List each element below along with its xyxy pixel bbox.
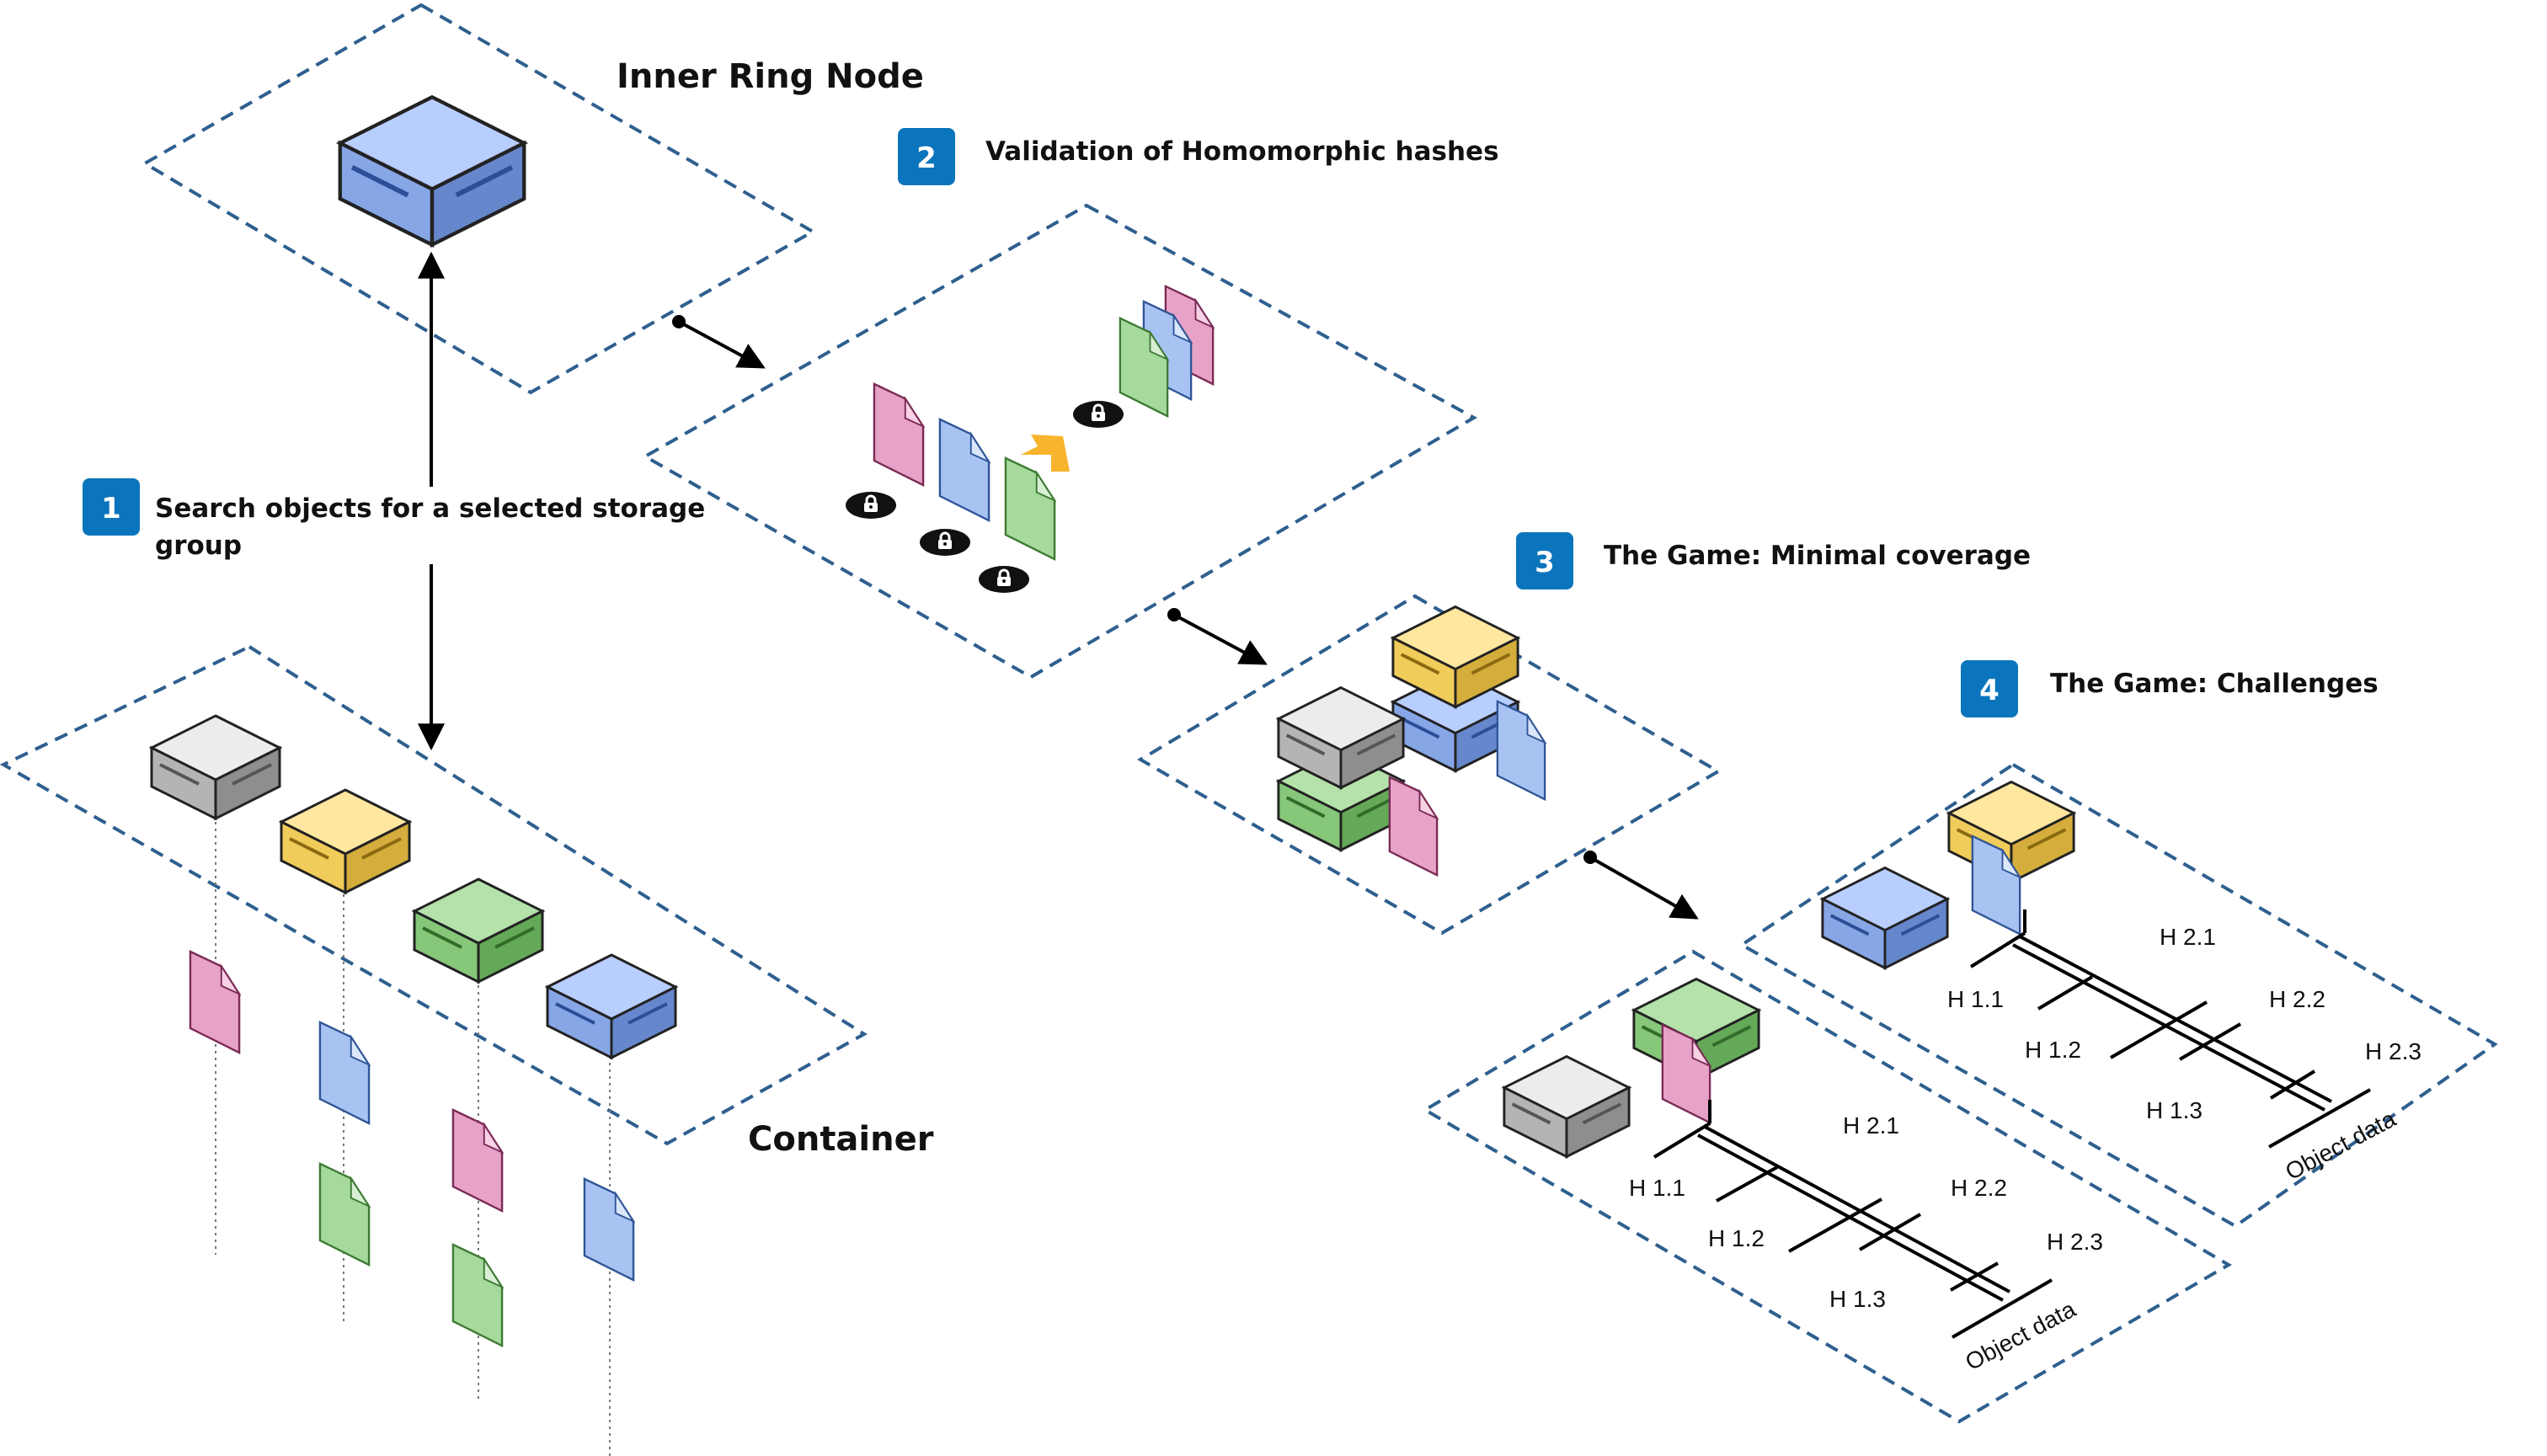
inner-ring-node-title: Inner Ring Node: [617, 57, 924, 96]
green-object-icon: [451, 1243, 504, 1347]
blue-object-icon: [1496, 700, 1546, 801]
arrow-to-minimal-coverage: [1167, 608, 1268, 665]
step-1-badge: 1: [83, 478, 140, 536]
green-object-icon: [318, 1162, 371, 1267]
container-title: Container: [748, 1120, 934, 1159]
object-data-label: Object data: [2281, 1105, 2400, 1185]
svg-text:1: 1: [101, 492, 121, 525]
hash-tree-front: [1653, 1100, 2053, 1339]
arrow-to-challenges: [1583, 851, 1699, 920]
svg-text:4: 4: [1979, 674, 2000, 707]
aggregate-arrow-icon: [1021, 435, 1070, 472]
blue-server-icon: [1820, 866, 1950, 970]
arrow-to-validation: [672, 315, 766, 369]
hash-label: H 2.2: [1951, 1175, 2007, 1201]
pink-object-icon: [1388, 776, 1439, 877]
gray-server-icon: [1502, 1054, 1631, 1159]
step-4-text: The Game: Challenges: [2050, 669, 2379, 699]
pink-object-icon: [451, 1108, 504, 1213]
lock-icon: [918, 527, 972, 557]
plane-challenges-back: [1738, 762, 2498, 1229]
svg-text:3: 3: [1535, 546, 1555, 579]
blue-object-icon: [318, 1021, 371, 1125]
green-object-icon: [1004, 456, 1056, 561]
step-4-badge: 4: [1961, 660, 2018, 717]
hash-label: H 2.1: [2160, 924, 2216, 950]
hash-label: H 2.1: [1843, 1112, 1899, 1139]
hash-label: H 1.1: [1629, 1175, 1685, 1201]
hash-label: H 1.3: [1829, 1286, 1886, 1312]
plane-validation: [641, 203, 1478, 680]
validation-objects: [844, 285, 1215, 595]
step-2-badge: 2: [898, 128, 955, 185]
blue-object-icon: [938, 418, 990, 522]
plane-minimal-coverage: [1137, 594, 1722, 936]
hash-label: H 2.3: [2365, 1038, 2422, 1064]
green-server-icon: [413, 877, 544, 984]
blue-server-icon: [546, 953, 677, 1059]
step-3-badge: 3: [1516, 532, 1573, 589]
lock-icon: [977, 564, 1031, 595]
pink-object-icon: [189, 950, 241, 1054]
step-3-text: The Game: Minimal coverage: [1604, 541, 2031, 571]
plane-inner-ring: [142, 3, 817, 395]
hash-label: H 2.2: [2269, 986, 2325, 1012]
step-1-text-continued: group: [155, 531, 242, 561]
pink-object-icon: [873, 382, 925, 487]
flow-arrows: [418, 251, 1699, 920]
plane-container: [0, 644, 868, 1146]
lock-icon: [1071, 399, 1125, 429]
step-2-text: Validation of Homomorphic hashes: [985, 136, 1499, 167]
gray-server-icon: [150, 714, 281, 820]
svg-text:2: 2: [916, 141, 937, 175]
blue-object-icon: [583, 1177, 635, 1282]
step-1-text: Search objects for a selected storage: [155, 493, 705, 524]
hash-label: H 1.1: [1947, 986, 2004, 1012]
inner-ring-node-server-icon: [340, 97, 525, 244]
container-storage-nodes: [150, 714, 677, 1456]
challenges-back: H 2.1 H 1.1 H 2.2 H 1.2 H 2.3 H 1.3 Obje…: [1820, 780, 2422, 1185]
hash-tree-back: [1969, 909, 2371, 1149]
hash-label: H 1.2: [2025, 1037, 2081, 1063]
plane-challenges-front: [1422, 949, 2232, 1424]
challenges-front: H 2.1 H 1.1 H 2.2 H 1.2 H 2.3 H 1.3 Obje…: [1502, 977, 2103, 1375]
yellow-server-icon: [280, 788, 411, 894]
minimal-coverage-nodes: [1276, 605, 1546, 877]
hash-label: H 2.3: [2047, 1229, 2103, 1255]
hash-label: H 1.2: [1708, 1225, 1765, 1251]
lock-icon: [844, 490, 898, 520]
hash-label: H 1.3: [2146, 1097, 2203, 1123]
